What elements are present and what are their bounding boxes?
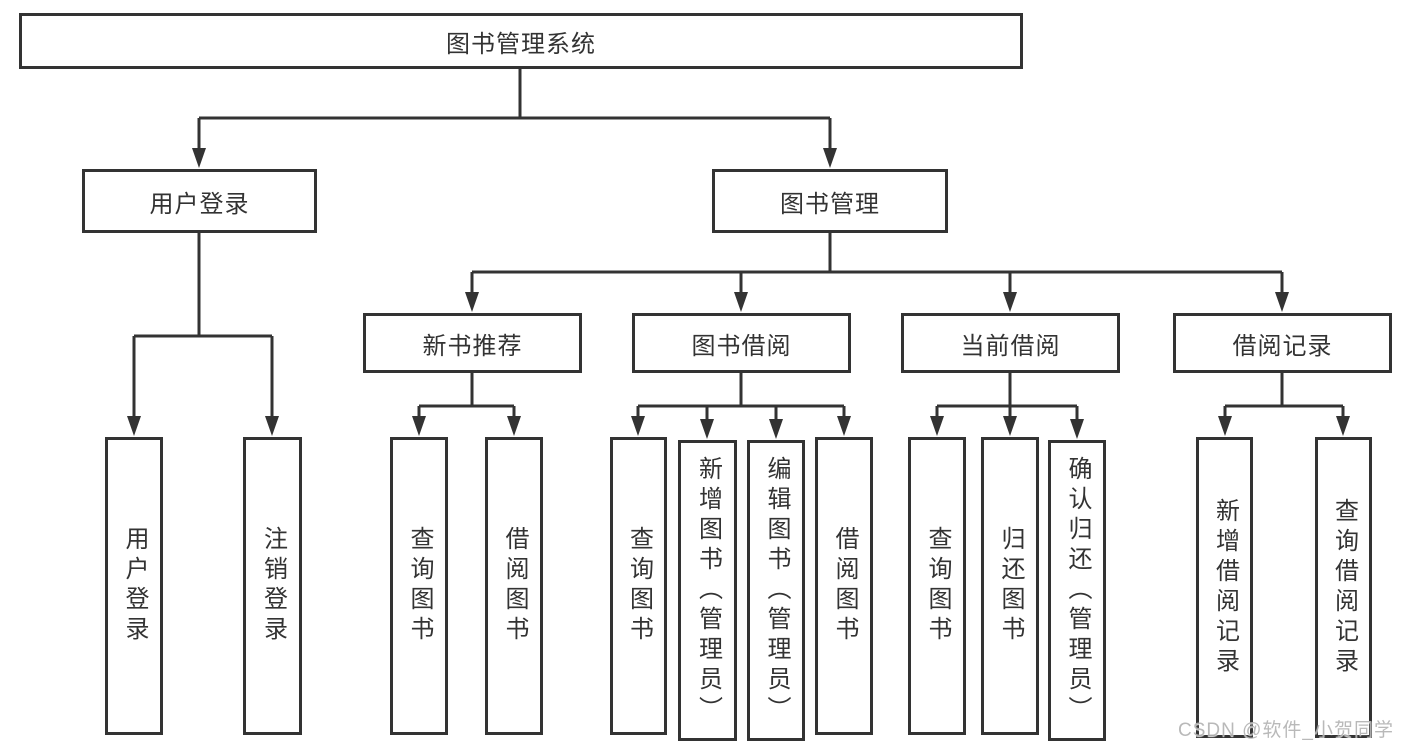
node-book-management-label: 图书管理 — [780, 190, 880, 218]
leaf-recommend-borrow-book-label: 借阅图书 — [501, 526, 528, 646]
node-user-login-label: 用户登录 — [149, 190, 250, 218]
connector-new-books-to-leaves — [412, 373, 521, 436]
leaf-current-query-book-label: 查询图书 — [924, 526, 951, 646]
leaf-query-borrow-record-label: 查询借阅记录 — [1330, 497, 1358, 678]
connector-current-borrow-to-leaves — [930, 373, 1084, 439]
connector-user-login-to-leaves — [127, 233, 279, 436]
leaf-add-borrow-record: 新增借阅记录 — [1196, 437, 1253, 738]
leaf-edit-book-admin-label: 编辑图书（管理员） — [763, 455, 790, 726]
node-new-book-recommend: 新书推荐 — [363, 313, 582, 373]
leaf-current-query-book: 查询图书 — [908, 437, 966, 735]
connector-root-to-level2 — [192, 67, 837, 168]
leaf-query-borrow-record: 查询借阅记录 — [1315, 437, 1372, 738]
leaf-add-book-admin-label: 新增图书（管理员） — [694, 455, 722, 726]
leaf-recommend-query-book: 查询图书 — [390, 437, 448, 735]
leaf-user-login-label: 用户登录 — [121, 526, 148, 646]
node-current-borrow: 当前借阅 — [901, 313, 1120, 373]
leaf-confirm-return-admin: 确认归还（管理员） — [1048, 440, 1106, 741]
leaf-borrow-book: 借阅图书 — [815, 437, 873, 735]
node-current-borrow-label: 当前借阅 — [960, 332, 1061, 360]
leaf-edit-book-admin: 编辑图书（管理员） — [747, 440, 805, 741]
node-borrow-records: 借阅记录 — [1173, 313, 1392, 373]
leaf-borrow-query-book-label: 查询图书 — [625, 526, 653, 646]
node-library-system-label: 图书管理系统 — [446, 30, 596, 58]
leaf-recommend-query-book-label: 查询图书 — [406, 526, 433, 646]
leaf-return-book-label: 归还图书 — [997, 526, 1024, 646]
csdn-watermark: CSDN @软件_小贺同学 — [1178, 720, 1394, 741]
leaf-logout: 注销登录 — [243, 437, 302, 735]
leaf-borrow-query-book: 查询图书 — [610, 437, 667, 735]
node-borrow-records-label: 借阅记录 — [1232, 332, 1333, 360]
node-new-book-recommend-label: 新书推荐 — [422, 332, 523, 360]
leaf-user-login: 用户登录 — [105, 437, 163, 735]
node-book-management: 图书管理 — [712, 169, 948, 233]
leaf-recommend-borrow-book: 借阅图书 — [485, 437, 543, 735]
connector-book-mgmt-to-level3 — [465, 233, 1289, 312]
node-user-login: 用户登录 — [82, 169, 317, 233]
leaf-add-borrow-record-label: 新增借阅记录 — [1211, 497, 1239, 678]
leaf-add-book-admin: 新增图书（管理员） — [678, 440, 737, 741]
leaf-return-book: 归还图书 — [981, 437, 1039, 735]
node-library-system: 图书管理系统 — [19, 13, 1023, 69]
node-book-borrow-label: 图书借阅 — [691, 332, 792, 360]
leaf-confirm-return-admin-label: 确认归还（管理员） — [1064, 455, 1091, 726]
leaf-logout-label: 注销登录 — [259, 526, 287, 646]
node-book-borrow: 图书借阅 — [632, 313, 851, 373]
connector-borrow-records-to-leaves — [1218, 373, 1350, 436]
connector-book-borrow-to-leaves — [631, 373, 851, 439]
leaf-borrow-book-label: 借阅图书 — [831, 526, 858, 646]
